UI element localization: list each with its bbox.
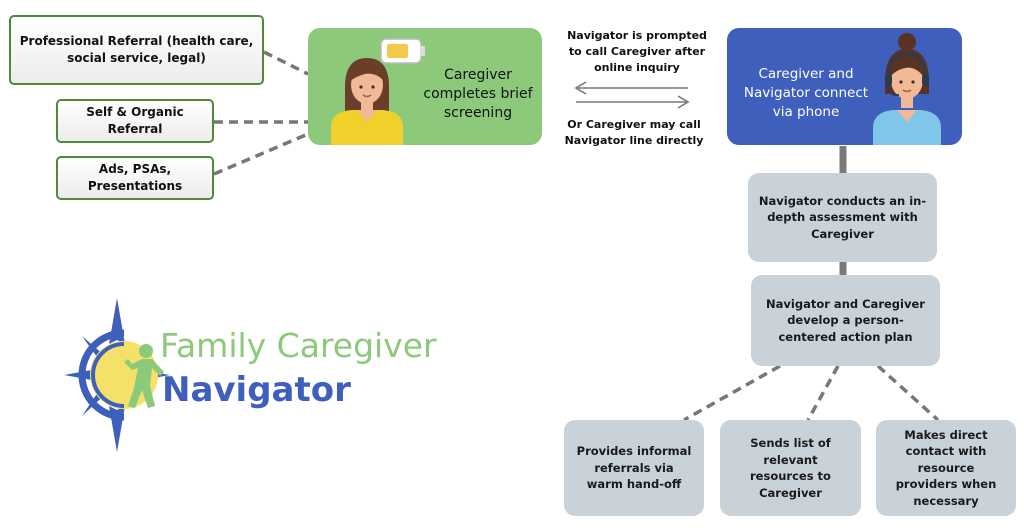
outcome-informal-label: Provides informal referrals via warm han… <box>576 444 692 492</box>
source-self-label: Self & Organic Referral <box>86 105 184 136</box>
logo-family-caregiver: Family Caregiver <box>160 326 437 365</box>
outcome-send-label: Sends list of relevant resources to Care… <box>750 436 831 500</box>
note-navigator-prompted: Navigator is prompted to call Caregiver … <box>567 29 707 74</box>
caregiver-avatar-icon <box>331 38 425 145</box>
step-assessment-label: Navigator conducts an in-depth assessmen… <box>758 193 927 241</box>
step-action-plan: Navigator and Caregiver develop a person… <box>751 275 940 366</box>
outcome-informal-referrals: Provides informal referrals via warm han… <box>564 420 704 516</box>
right-arrow <box>576 95 690 109</box>
connector-professional <box>263 50 309 76</box>
source-professional-referral: Professional Referral (health care, soci… <box>9 15 264 85</box>
source-ads-label: Ads, PSAs, Presentations <box>87 162 183 193</box>
connector-plan-outcome1 <box>683 364 781 422</box>
caregiver-card-text: Caregiver completes brief screening <box>423 67 533 121</box>
logo-navigator: Navigator <box>162 370 351 410</box>
left-arrow <box>574 81 688 95</box>
source-professional-label: Professional Referral (health care, soci… <box>19 34 254 65</box>
outcome-direct-contact: Makes direct contact with resource provi… <box>876 420 1016 516</box>
step-assessment: Navigator conducts an in-depth assessmen… <box>748 173 937 262</box>
compass-logo-icon <box>64 298 170 452</box>
source-self-organic-referral: Self & Organic Referral <box>56 99 214 143</box>
step-action-plan-label: Navigator and Caregiver develop a person… <box>766 296 925 344</box>
source-ads-psas: Ads, PSAs, Presentations <box>56 156 214 200</box>
note-caregiver-may-call: Or Caregiver may call Navigator line dir… <box>564 118 704 147</box>
navigator-card-text: Caregiver and Navigator connect via phon… <box>743 66 869 120</box>
connector-plan-outcome3 <box>876 364 940 422</box>
outcome-send-resources: Sends list of relevant resources to Care… <box>720 420 861 516</box>
caregiver-screening-card: Caregiver completes brief screening <box>308 28 542 145</box>
navigator-connect-card: Caregiver and Navigator connect via phon… <box>727 28 962 145</box>
connector-ads <box>213 132 309 176</box>
connector-plan-outcome2 <box>806 365 840 421</box>
navigator-avatar-icon <box>873 33 941 145</box>
outcome-direct-label: Makes direct contact with resource provi… <box>895 427 997 508</box>
